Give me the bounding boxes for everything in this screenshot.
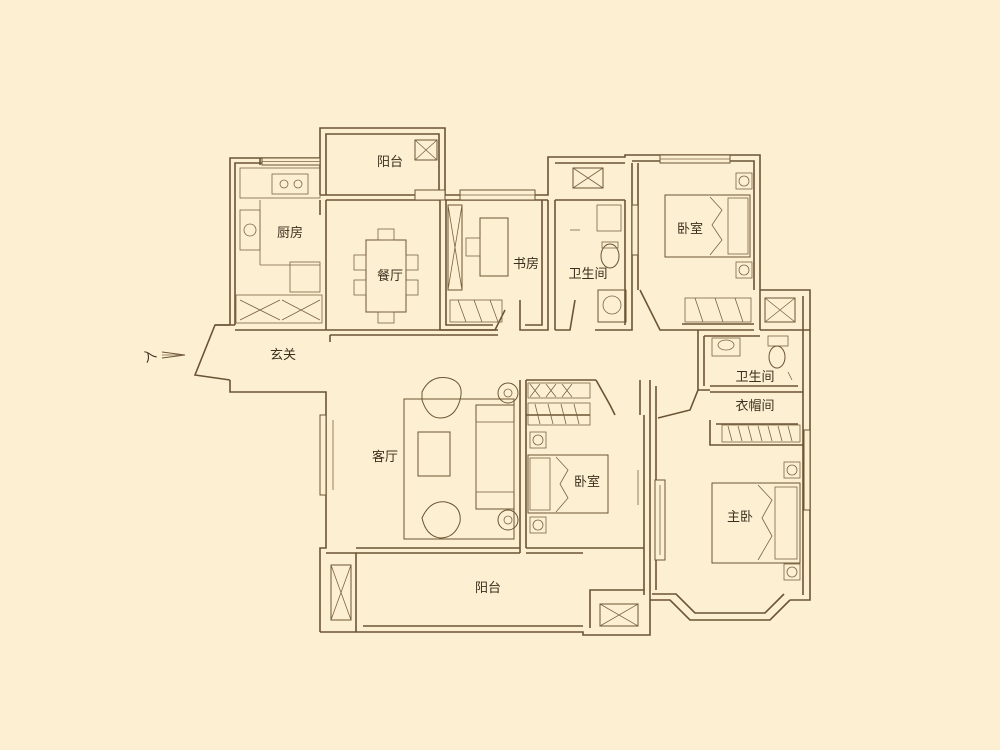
bedroom-ne-furniture bbox=[664, 172, 753, 323]
room-label-bedroom-mid: 卧室 bbox=[574, 474, 600, 490]
room-label-study: 书房 bbox=[513, 256, 539, 272]
kitchen-fixtures bbox=[235, 167, 323, 324]
living-furniture bbox=[403, 377, 519, 540]
dining-table bbox=[353, 228, 419, 324]
room-label-kitchen: 厨房 bbox=[277, 225, 303, 241]
ac-units bbox=[330, 139, 796, 627]
room-label-dining: 餐厅 bbox=[377, 268, 403, 284]
master-bed bbox=[711, 461, 801, 581]
room-label-master-bedroom: 主卧 bbox=[727, 510, 753, 525]
room-label-cloakroom: 衣帽间 bbox=[735, 398, 774, 414]
room-label-balcony-top: 阳台 bbox=[377, 155, 403, 170]
outer-walls bbox=[193, 127, 811, 636]
room-label-foyer: 玄关 bbox=[270, 348, 296, 363]
entrance-label: 入 bbox=[140, 347, 159, 366]
study-furniture bbox=[447, 204, 509, 323]
room-label-bathroom-1: 卫生间 bbox=[568, 267, 607, 282]
bathroom2-fixtures bbox=[711, 335, 793, 381]
room-label-balcony-bottom: 阳台 bbox=[475, 581, 501, 596]
room-label-living: 客厅 bbox=[372, 449, 398, 465]
bathroom1-fixtures bbox=[570, 204, 627, 323]
room-label-bedroom-ne: 卧室 bbox=[677, 221, 703, 237]
cloakroom-rack bbox=[721, 424, 801, 443]
bedroom-mid-furniture bbox=[527, 382, 639, 534]
windows bbox=[261, 154, 811, 561]
room-label-bathroom-2: 卫生间 bbox=[735, 370, 774, 385]
entrance-arrow bbox=[161, 351, 186, 359]
interior-walls bbox=[235, 163, 810, 600]
